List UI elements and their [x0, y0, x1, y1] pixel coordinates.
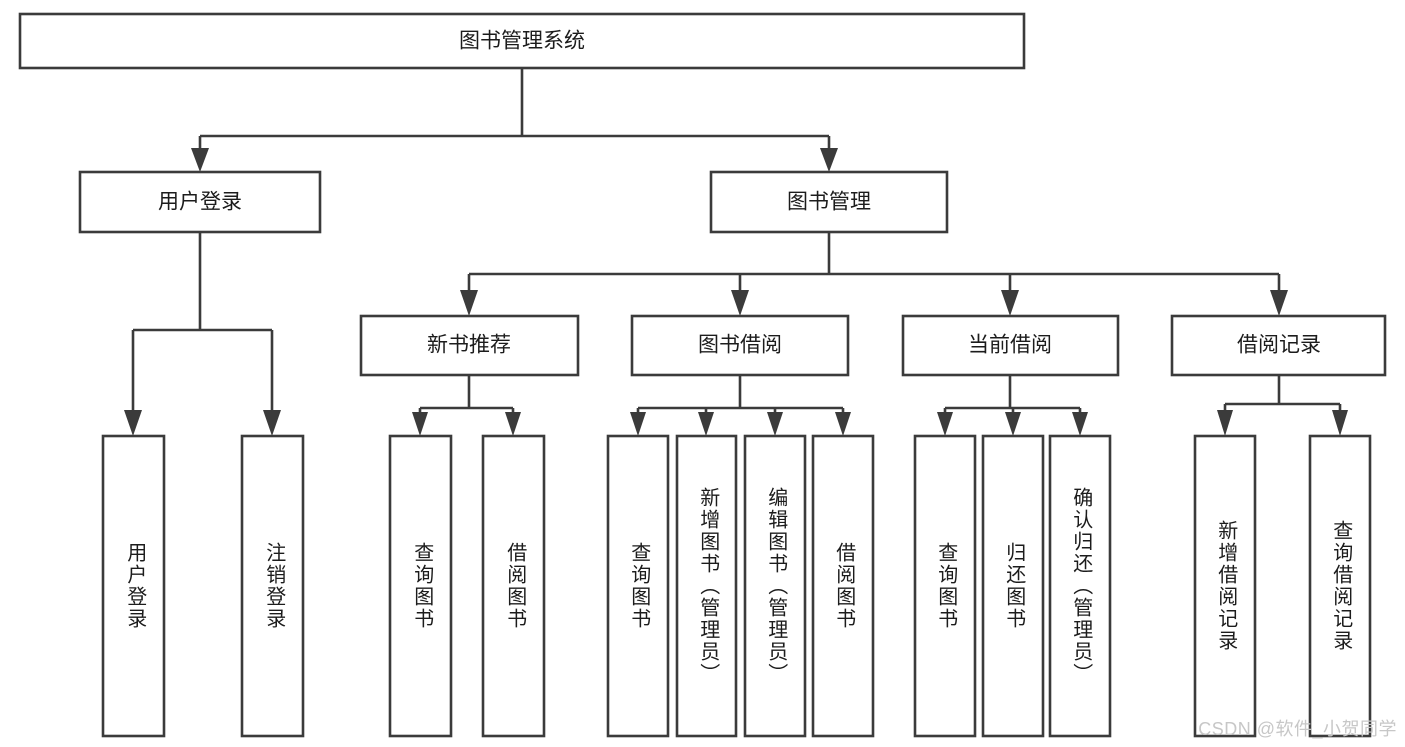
node-leaf-query-borrow-record[interactable]: 查询借阅记录 — [1308, 434, 1372, 738]
node-leaf-query-book-recommend[interactable]: 查询图书 — [388, 434, 453, 738]
node-book-manage-label: 图书管理 — [787, 191, 871, 214]
arrow-head-leaf-add-borrow-record — [1217, 410, 1233, 436]
arrow-head-leaf-edit-book — [767, 412, 783, 436]
node-root[interactable]: 图书管理系统 — [18, 12, 1026, 70]
arrow-head-leaf-query-borrow-record — [1332, 410, 1348, 436]
node-leaf-confirm-return-box — [1048, 434, 1112, 738]
node-leaf-confirm-return[interactable]: 确认归还（管理员） — [1048, 434, 1112, 738]
node-new-book-recommend[interactable]: 新书推荐 — [359, 314, 580, 377]
node-leaf-query-book-current-label: 查询图书 — [935, 542, 958, 630]
node-leaf-query-book-borrow[interactable]: 查询图书 — [606, 434, 670, 738]
node-leaf-edit-book-label: 编辑图书（管理员） — [765, 487, 788, 685]
node-root-box — [18, 12, 1026, 70]
node-leaf-query-borrow-record-label: 查询借阅记录 — [1330, 520, 1353, 652]
node-leaf-borrow-book-recommend-box — [481, 434, 546, 738]
node-leaf-user-logout-box — [240, 434, 305, 738]
arrow-head-leaf-user-logout — [263, 410, 281, 436]
arrow-head-leaf-query-book-borrow — [630, 412, 646, 436]
node-leaf-add-borrow-record-box — [1193, 434, 1257, 738]
arrow-head-leaf-return-book — [1005, 412, 1021, 436]
node-leaf-user-login[interactable]: 用户登录 — [101, 434, 166, 738]
node-leaf-return-book[interactable]: 归还图书 — [981, 434, 1045, 738]
node-leaf-borrow-book-recommend-label: 借阅图书 — [504, 542, 527, 630]
node-leaf-user-login-box — [101, 434, 166, 738]
node-book-manage[interactable]: 图书管理 — [709, 170, 949, 234]
node-leaf-borrow-book-box — [811, 434, 875, 738]
arrow-head-book-borrow — [731, 290, 749, 316]
node-leaf-add-borrow-record[interactable]: 新增借阅记录 — [1193, 434, 1257, 738]
node-book-manage-box — [709, 170, 949, 234]
node-leaf-query-borrow-record-box — [1308, 434, 1372, 738]
node-leaf-return-book-box — [981, 434, 1045, 738]
arrow-head-leaf-user-login — [124, 410, 142, 436]
node-new-book-recommend-label: 新书推荐 — [427, 334, 511, 357]
node-user-login-box — [78, 170, 322, 234]
arrow-head-leaf-query-book-recommend — [412, 412, 428, 436]
node-leaf-user-logout-label: 注销登录 — [263, 542, 286, 630]
node-current-borrow-box — [901, 314, 1120, 377]
node-leaf-edit-book[interactable]: 编辑图书（管理员） — [743, 434, 807, 738]
node-leaf-add-borrow-record-label: 新增借阅记录 — [1215, 520, 1238, 652]
node-leaf-borrow-book-label: 借阅图书 — [833, 542, 856, 630]
node-leaf-edit-book-box — [743, 434, 807, 738]
node-leaf-return-book-label: 归还图书 — [1003, 542, 1026, 630]
arrow-head-leaf-add-book — [698, 412, 714, 436]
node-user-login-label: 用户登录 — [158, 191, 242, 214]
node-leaf-confirm-return-label: 确认归还（管理员） — [1070, 487, 1093, 685]
node-leaf-user-logout[interactable]: 注销登录 — [240, 434, 305, 738]
arrow-head-leaf-query-book-current — [937, 412, 953, 436]
node-current-borrow[interactable]: 当前借阅 — [901, 314, 1120, 377]
node-leaf-user-login-label: 用户登录 — [124, 542, 147, 630]
node-leaf-query-book-current[interactable]: 查询图书 — [913, 434, 977, 738]
arrow-head-new-book-recommend — [460, 290, 478, 316]
node-user-login[interactable]: 用户登录 — [78, 170, 322, 234]
arrow-head-user-login — [191, 148, 209, 172]
node-leaf-add-book-box — [675, 434, 738, 738]
node-leaf-add-book-label: 新增图书（管理员） — [697, 487, 720, 685]
node-leaf-add-book[interactable]: 新增图书（管理员） — [675, 434, 738, 738]
node-book-borrow-box — [630, 314, 850, 377]
node-current-borrow-label: 当前借阅 — [968, 334, 1052, 357]
arrow-head-leaf-confirm-return — [1072, 412, 1088, 436]
csdn-watermark: CSDN @软件_小贺同学 — [1198, 719, 1397, 739]
arrow-head-borrow-record — [1270, 290, 1288, 316]
arrow-head-book-manage — [820, 148, 838, 172]
node-leaf-query-book-recommend-box — [388, 434, 453, 738]
node-leaf-query-book-borrow-label: 查询图书 — [628, 542, 651, 630]
node-borrow-record[interactable]: 借阅记录 — [1170, 314, 1387, 377]
connector-layer — [124, 68, 1348, 436]
node-leaf-query-book-recommend-label: 查询图书 — [411, 542, 434, 630]
node-leaf-borrow-book[interactable]: 借阅图书 — [811, 434, 875, 738]
arrow-head-current-borrow — [1001, 290, 1019, 316]
node-borrow-record-box — [1170, 314, 1387, 377]
node-book-borrow-label: 图书借阅 — [698, 334, 782, 357]
node-borrow-record-label: 借阅记录 — [1237, 334, 1321, 357]
node-leaf-query-book-borrow-box — [606, 434, 670, 738]
arrow-head-leaf-borrow-book-recommend — [505, 412, 521, 436]
node-new-book-recommend-box — [359, 314, 580, 377]
node-leaf-borrow-book-recommend[interactable]: 借阅图书 — [481, 434, 546, 738]
node-leaf-query-book-current-box — [913, 434, 977, 738]
node-root-label: 图书管理系统 — [459, 30, 585, 53]
node-book-borrow[interactable]: 图书借阅 — [630, 314, 850, 377]
arrow-head-leaf-borrow-book — [835, 412, 851, 436]
